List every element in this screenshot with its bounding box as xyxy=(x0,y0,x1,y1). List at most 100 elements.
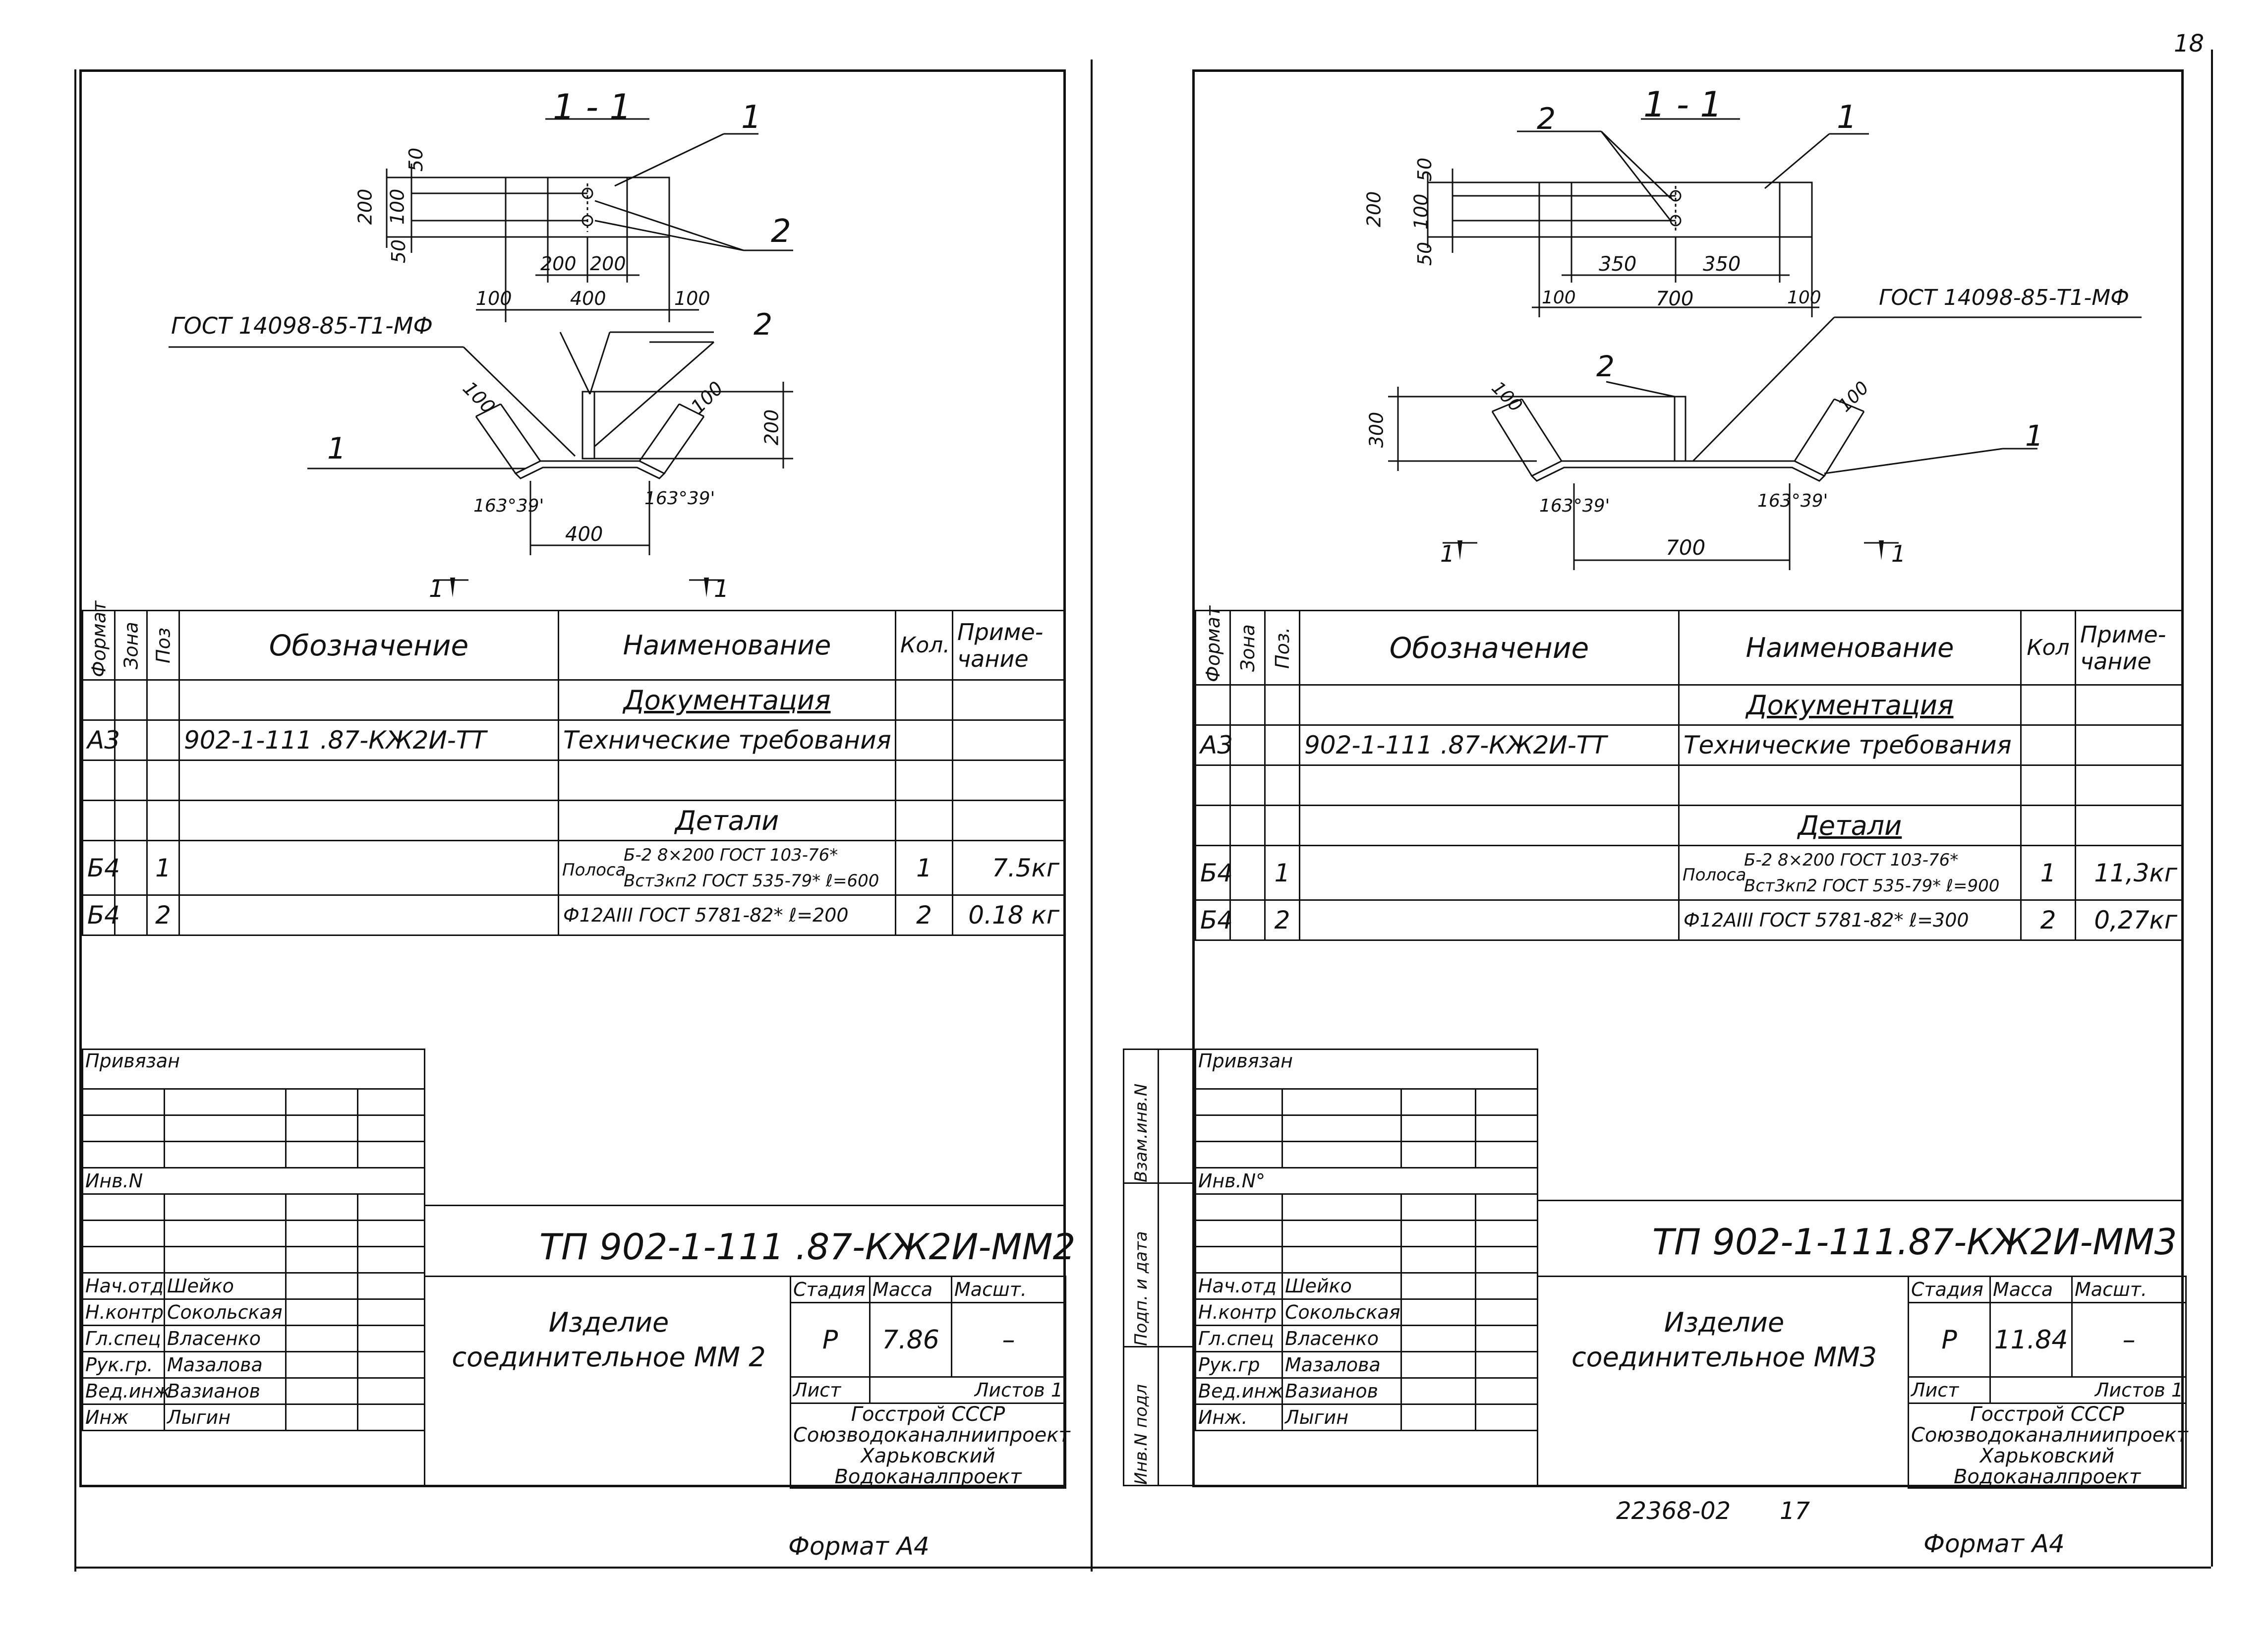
right-org: Госстрой СССР Союзводоканалниипроект Хар… xyxy=(1908,1402,2188,1489)
right-person-5: Лыгин xyxy=(1281,1403,1402,1431)
right-privyazan: Привязан xyxy=(1194,1049,1539,1090)
right-role-0: Нач.отд xyxy=(1195,1272,1283,1300)
right-row1-format: Б4 xyxy=(1195,845,1233,901)
left-stage: Р xyxy=(790,1302,871,1378)
signature xyxy=(1400,1403,1476,1431)
left-angle-2: 163°39' xyxy=(644,488,715,509)
right-row1-top: Б-2 8×200 ГОСТ 103-76* xyxy=(1744,850,1959,870)
right-row2-format: Б4 xyxy=(1195,899,1233,941)
right-doc-designation: 902-1-111 .87-КЖ2И-ТТ xyxy=(1299,724,1680,766)
left-doc-name: Технические требования xyxy=(558,719,896,761)
signature xyxy=(1400,1298,1476,1326)
bottom-code: 22368-02 xyxy=(1616,1497,1731,1525)
left-cut-mark-left: 1 xyxy=(429,575,444,603)
left-sheet xyxy=(79,69,1066,1487)
right-item-title: Изделие соединительное ММ3 xyxy=(1548,1305,1900,1375)
right-sheet-h: Лист xyxy=(1908,1376,1991,1404)
left-scale-h: Масшт. xyxy=(951,1276,1066,1303)
right-mass: 11.84 xyxy=(1989,1302,2073,1378)
right-spec-table: Формат Зона Поз. Обозначение Наименовани… xyxy=(1195,606,2183,941)
left-row2-note: 0.18 кг xyxy=(952,894,1065,936)
right-elev-callout-2: 2 xyxy=(1596,350,1615,383)
left-person-2: Власенко xyxy=(164,1325,287,1352)
left-cut-mark-right: 1 xyxy=(714,575,729,603)
left-org: Госстрой СССР Союзводоканалниипроект Хар… xyxy=(790,1402,1070,1489)
right-role-1: Н.контр xyxy=(1195,1298,1283,1326)
left-item-title: Изделие соединительное ММ 2 xyxy=(435,1305,782,1375)
page-number: 18 xyxy=(2174,30,2205,58)
right-side-column: Взам.инв.N Подп. и дата Инв.N подл xyxy=(1123,1049,1194,1486)
left-row1-prefix: Полоса xyxy=(562,860,626,880)
left-scale: – xyxy=(951,1302,1066,1378)
left-sheet-h: Лист xyxy=(790,1376,871,1404)
left-role-3: Рук.гр. xyxy=(82,1351,165,1379)
right-elev-callout-1: 1 xyxy=(2025,419,2043,453)
left-row2-pos: 2 xyxy=(146,894,180,936)
right-person-4: Вазианов xyxy=(1281,1377,1402,1405)
left-role-0: Нач.отд xyxy=(82,1272,165,1300)
right-h-format: Формат xyxy=(1195,606,1230,685)
right-sheet xyxy=(1192,69,2184,1487)
right-role-3: Рук.гр xyxy=(1195,1351,1283,1379)
left-role-1: Н.контр xyxy=(82,1298,165,1326)
right-dim-350b: 350 xyxy=(1703,253,1741,276)
right-mass-h: Масса xyxy=(1989,1276,2073,1303)
right-elev-dim-300: 300 xyxy=(1365,411,1388,448)
left-doc-format: А3 xyxy=(82,719,120,761)
left-row1-name: Полоса Б-2 8×200 ГОСТ 103-76* Вст3кп2 ГО… xyxy=(558,840,896,896)
left-angle-1: 163°39' xyxy=(473,496,544,516)
right-row2-qty: 2 xyxy=(2020,899,2076,941)
left-callout-2: 2 xyxy=(771,213,791,250)
right-row1-prefix: Полоса xyxy=(1683,865,1746,885)
left-callout-1: 1 xyxy=(741,99,761,136)
right-scale-h: Масшт. xyxy=(2071,1276,2187,1303)
left-row1-qty: 1 xyxy=(895,840,953,896)
left-row1-note: 7.5кг xyxy=(952,840,1065,896)
left-doc-designation: 902-1-111 .87-КЖ2И-ТТ xyxy=(178,719,559,761)
left-format-label: Формат А4 xyxy=(788,1532,930,1561)
left-row2-format: Б4 xyxy=(82,894,120,936)
left-privyazan: Привязан xyxy=(81,1049,426,1090)
right-cut-mark-right: 1 xyxy=(1891,540,1906,567)
right-h-zone: Зона xyxy=(1230,610,1265,685)
left-person-5: Лыгин xyxy=(164,1403,287,1431)
right-h-note: Приме-чание xyxy=(2075,610,2183,686)
left-role-5: Инж xyxy=(82,1403,165,1431)
left-inv: Инв.N xyxy=(81,1167,426,1195)
right-section-parts: Детали xyxy=(1678,805,2022,846)
right-dim-200-vert: 200 xyxy=(1363,191,1385,228)
right-elev-dim-700: 700 xyxy=(1666,535,1706,560)
left-row1-bottom: Вст3кп2 ГОСТ 535-79* ℓ=600 xyxy=(624,871,879,891)
left-stamp: ТП 902-1-111 .87-КЖ2И-ММ2 Изделие соедин… xyxy=(424,1205,1075,1489)
left-row2-qty: 2 xyxy=(895,894,953,936)
right-callout-1: 1 xyxy=(1837,99,1857,136)
left-h-qty: Кол. xyxy=(895,610,953,681)
left-item-title-text: Изделие соединительное ММ 2 xyxy=(452,1307,766,1373)
left-elev-callout-1: 1 xyxy=(327,431,347,466)
right-angle-2: 163°39' xyxy=(1757,491,1828,511)
right-sheets-h: Листов 1 xyxy=(1989,1376,2187,1404)
right-row1-note: 11,3кг xyxy=(2075,845,2183,901)
left-dim-100a: 100 xyxy=(476,288,512,309)
left-sheets-h: Листов 1 xyxy=(869,1376,1066,1404)
right-h-pos: Поз. xyxy=(1265,610,1300,685)
right-dim-100a: 100 xyxy=(1542,288,1576,308)
right-doc-code: ТП 902-1-111.87-КЖ2И-ММ3 xyxy=(1652,1221,2177,1263)
left-row1-top: Б-2 8×200 ГОСТ 103-76* xyxy=(624,845,838,865)
right-dim-350a: 350 xyxy=(1599,253,1637,276)
right-weld-label: ГОСТ 14098-85-Т1-МФ xyxy=(1879,285,2130,310)
left-person-0: Шейко xyxy=(164,1272,287,1300)
right-margin-rule xyxy=(2211,50,2213,1567)
left-section-doc: Документация xyxy=(558,679,896,721)
left-dim-100b: 100 xyxy=(674,288,710,309)
right-role-4: Вед.инж xyxy=(1195,1377,1283,1405)
left-doc-code: ТП 902-1-111 .87-КЖ2И-ММ2 xyxy=(539,1226,1076,1268)
right-row1-bottom: Вст3кп2 ГОСТ 535-79* ℓ=900 xyxy=(1744,876,2000,896)
right-row1-qty: 1 xyxy=(2020,845,2076,901)
right-row1-name: Полоса Б-2 8×200 ГОСТ 103-76* Вст3кп2 ГО… xyxy=(1678,845,2022,901)
